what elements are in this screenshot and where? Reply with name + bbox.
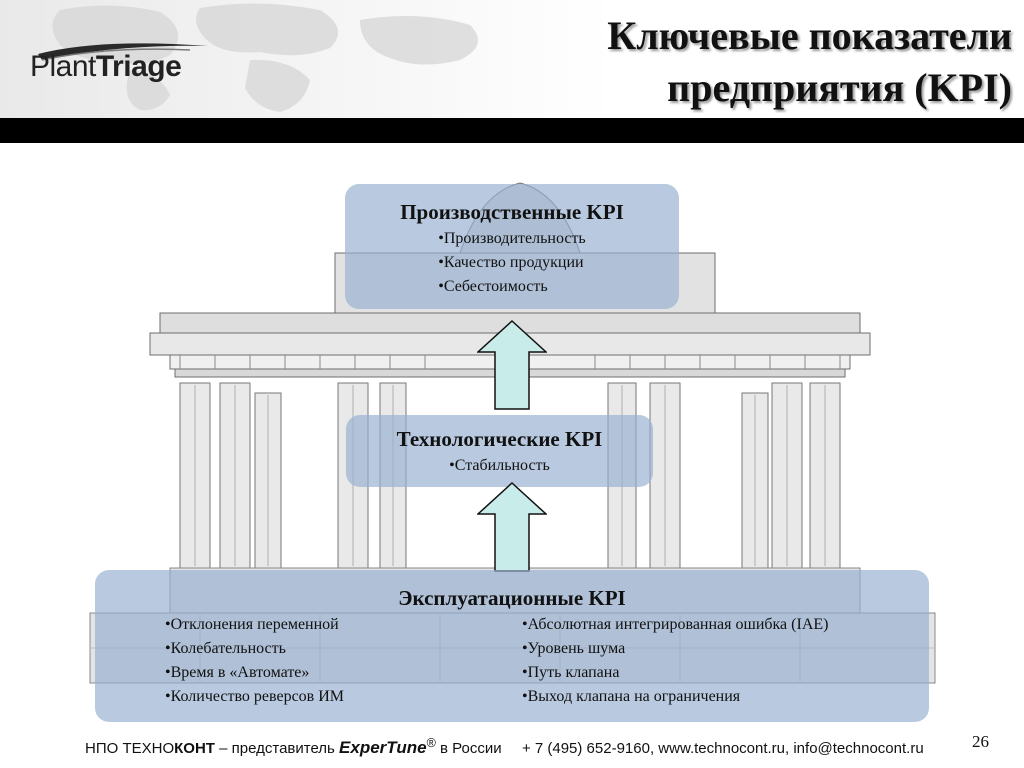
logo-part-triage: Triage [95, 50, 182, 83]
tech-kpi-item: Стабильность [449, 454, 550, 478]
footer-represent: – представитель [219, 740, 335, 757]
operational-kpi-left-list: Отклонения переменной Колебательность Вр… [165, 613, 344, 709]
production-kpi-item: Качество продукции [438, 251, 585, 275]
operational-kpi-box: Эксплуатационные KPI Отклонения переменн… [95, 570, 929, 722]
title-line-1: Ключевые показатели [607, 13, 1012, 58]
header-divider-bar [0, 118, 1024, 143]
operational-kpi-title: Эксплуатационные KPI [398, 586, 626, 610]
production-kpi-title: Производственные KPI [400, 200, 624, 224]
expertune-logo: ExperTune [339, 738, 427, 757]
tech-kpi-list: Стабильность [449, 454, 550, 478]
operational-kpi-item: Уровень шума [522, 637, 828, 661]
arrow-up-icon [477, 482, 547, 572]
production-kpi-list: Производительность Качество продукции Се… [438, 227, 586, 299]
footer-in-russia: в России [440, 740, 502, 757]
operational-kpi-item: Абсолютная интегрированная ошибка (IAE) [522, 613, 829, 637]
footer-company-prefix: НПО ТЕХНО [85, 740, 175, 757]
footer-company-bold: КОНТ [174, 740, 215, 757]
slide-footer: НПО ТЕХНОКОНТ – представитель ExperTune®… [85, 736, 924, 758]
arrow-up-icon [477, 320, 547, 410]
slide-header: PlantTriage Ключевые показатели предприя… [0, 0, 1024, 143]
production-kpi-item: Себестоимость [438, 275, 585, 299]
title-line-2: предприятия (KPI) [667, 65, 1012, 110]
plant-triage-logo: PlantTriage [30, 50, 182, 84]
page-number: 26 [972, 732, 989, 751]
tech-kpi-box: Технологические KPI Стабильность [346, 415, 653, 487]
operational-kpi-item: Путь клапана [522, 661, 828, 685]
operational-kpi-item: Отклонения переменной [165, 613, 344, 637]
operational-kpi-item: Колебательность [165, 637, 344, 661]
slide-title: Ключевые показатели предприятия (KPI) [607, 10, 1012, 114]
footer-contacts: + 7 (495) 652-9160, www.technocont.ru, i… [521, 740, 924, 757]
production-kpi-box: Производственные KPI Производительность … [345, 184, 679, 309]
operational-kpi-item: Время в «Автомате» [165, 661, 344, 685]
registered-mark: ® [426, 736, 436, 750]
production-kpi-item: Производительность [438, 227, 586, 251]
operational-kpi-item: Количество реверсов ИМ [165, 685, 344, 709]
plant-triage-logo-swoosh [38, 43, 208, 61]
operational-kpi-right-list: Абсолютная интегрированная ошибка (IAE) … [522, 613, 829, 709]
tech-kpi-title: Технологические KPI [396, 427, 603, 451]
operational-kpi-item: Выход клапана на ограничения [522, 685, 828, 709]
logo-part-plant: Plant [30, 50, 96, 83]
